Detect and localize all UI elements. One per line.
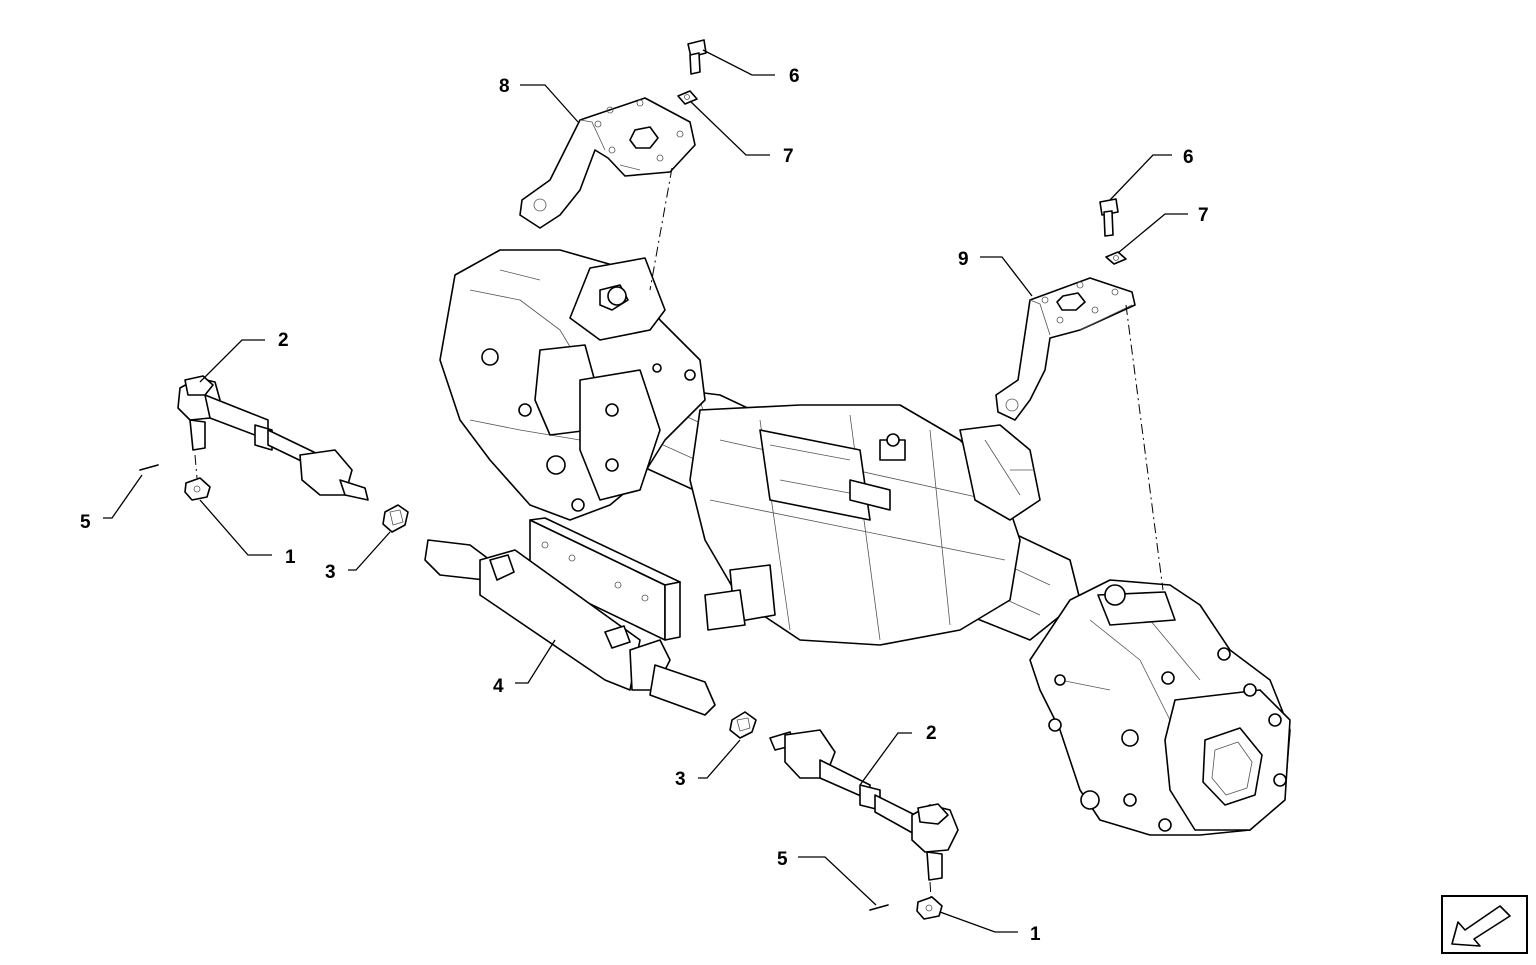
- leader-2a: [199, 339, 265, 383]
- callout-6-upper: 6: [789, 66, 800, 87]
- callout-5-left: 5: [80, 512, 91, 533]
- leader-5b: [798, 856, 877, 906]
- callout-1-right: 1: [1030, 924, 1041, 945]
- leader-3b: [698, 739, 741, 779]
- leader-7b: [1117, 213, 1188, 254]
- bolt-6-right: [1099, 198, 1119, 237]
- nut-1-right: [916, 896, 943, 920]
- assembly-axis-line-right: [1125, 304, 1164, 591]
- callout-5-right: 5: [777, 849, 788, 870]
- callout-1-left: 1: [285, 547, 296, 568]
- bracket-8: [519, 97, 696, 229]
- washer-7-upper-left: [677, 90, 698, 105]
- arrow-down-left-icon[interactable]: [1441, 895, 1528, 954]
- steering-cylinder-4: [424, 517, 716, 716]
- callout-7-upper: 7: [783, 146, 794, 167]
- leader-5a: [103, 474, 143, 519]
- cotter-pin-5-left: [139, 464, 159, 471]
- tie-rod-end-2-right: [769, 729, 959, 881]
- nut-1-left: [184, 477, 211, 501]
- bolt-6-upper-left: [687, 39, 707, 75]
- assembly-axis-line-left: [649, 167, 673, 291]
- locknut-3-left: [382, 504, 409, 533]
- leader-7a: [689, 100, 770, 156]
- assembly-axis-line-tierod-right: [929, 881, 932, 899]
- washer-7-right: [1105, 251, 1127, 265]
- callout-6-right: 6: [1183, 147, 1194, 168]
- callout-8: 8: [499, 76, 510, 97]
- callout-3-right: 3: [675, 769, 686, 790]
- callout-3-left: 3: [325, 562, 336, 583]
- assembly-axis-line-tierod-left: [194, 454, 198, 479]
- callout-4: 4: [493, 676, 504, 697]
- callout-2-left: 2: [278, 330, 289, 351]
- callout-9: 9: [958, 249, 969, 270]
- bracket-9: [995, 277, 1136, 421]
- callout-7-right: 7: [1198, 205, 1209, 226]
- leader-1a: [199, 499, 272, 556]
- leader-3a: [348, 531, 391, 571]
- leader-6b: [1109, 154, 1172, 201]
- leader-2b: [859, 732, 912, 786]
- leader-6a: [702, 49, 775, 76]
- leader-1b: [939, 911, 1018, 933]
- leader-8: [520, 84, 579, 123]
- cotter-pin-5-right: [869, 904, 889, 911]
- axle-housing: [439, 249, 1291, 836]
- leader-4: [515, 639, 556, 684]
- tie-rod-end-2-left: [177, 375, 369, 501]
- leader-9: [980, 256, 1033, 297]
- callout-2-right: 2: [926, 723, 937, 744]
- locknut-3-right: [729, 711, 757, 739]
